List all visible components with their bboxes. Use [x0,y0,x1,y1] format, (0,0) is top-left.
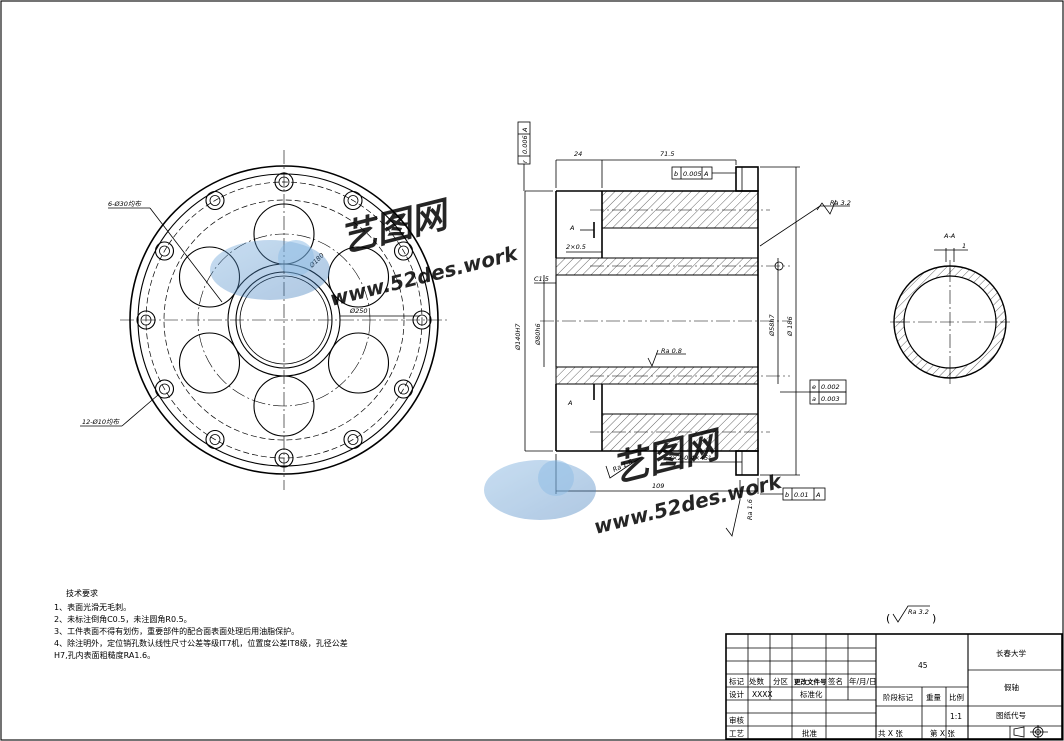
rough-top-right: Ra 3.2 [830,199,851,207]
general-roughness-value: Ra 3.2 [908,608,929,616]
tb-row-0: 标记 [729,676,744,686]
dim-outer-186: Ø 186 [786,316,794,337]
dim-109: 109 [652,482,664,490]
section-mark-top: A [569,224,574,232]
gdt-frame-top: b 0.005 A [671,166,736,180]
tech-item-4: 4、除注明外，定位销孔数认线性尺寸公差等级IT7机，位置度公差IT8级，孔径公差 [54,638,348,648]
tech-requirements: 技术要求 1、表面光滑无毛刺。 2、未标注倒角C0.5，未注圆角R0.5。 3、… [54,588,348,660]
tb-part-name: 假轴 [1004,682,1019,692]
svg-text:(: ( [886,612,890,625]
dim-c15: C1.5 [534,275,549,283]
watermark-brand-top: 艺图网 [336,194,456,261]
tb-design-value: XXXX [752,690,773,699]
gdt-frames-right: e 0.002 a 0.003 [780,379,847,405]
label-pitch-250: Ø250 [349,307,368,315]
tb-row-1: 处数 [749,676,764,686]
tb-process: 工艺 [729,729,744,738]
svg-text:e: e [812,383,816,391]
svg-text:0.01: 0.01 [794,491,808,499]
tech-item-1: 1、表面光滑无毛刺。 [54,602,131,612]
tb-ratio: 比例 [949,692,964,702]
tb-drawing-no: 图纸代号 [996,710,1026,720]
general-roughness: ( Ra 3.2 ) [886,605,936,625]
section-mark-bottom: A [567,399,572,407]
tech-item-5: H7,孔内表面粗糙度RA1.6。 [54,650,155,660]
svg-text:a: a [812,395,816,403]
tb-weight: 重量 [926,693,941,702]
dim-bore-small: Ø80h6 [534,323,542,346]
tb-sheet-total: 共 X 张 [878,729,903,738]
watermark-top: 艺图网 www.52des.work [210,194,521,311]
tb-row-5: 年/月/日 [849,676,877,686]
projection-symbol-icon [1013,725,1048,739]
gdt-frame-left: A 0.006 r [517,121,531,191]
gdt-frame-bottom: b 0.01 A [760,487,826,501]
dim-chamfer-2: 3×2-0.4×45° [668,454,711,462]
dim-outer-58: Ø58h7 [768,313,776,337]
label-bolt-holes: 6-Ø30均布 [108,200,142,208]
svg-text:A: A [703,170,708,178]
svg-text:A: A [521,128,529,133]
tb-approve: 批准 [802,728,817,738]
tb-school: 长春大学 [996,648,1026,658]
dim-71-5: 71.5 [660,150,674,158]
rough-bottom-2: Ra 1.6 [746,499,754,520]
tb-row-3: 更改文件号 [794,677,827,686]
svg-text:b: b [785,491,789,499]
tb-scale: 1:1 [950,712,962,721]
section-a-a: A-A 1 [890,232,1010,384]
tb-row-4: 签名 [828,676,843,686]
svg-text:0.005: 0.005 [683,170,702,178]
tech-item-2: 2、未标注倒角C0.5，未注圆角R0.5。 [54,614,192,624]
tb-review: 审核 [729,715,744,725]
rough-inner: Ra 0.8 [661,347,682,355]
tb-material: 45 [918,661,928,670]
tech-item-3: 3、工件表面不得有划伤，重要部件的配合面表面处理后用油脂保护。 [54,626,299,636]
dim-chamfer-1: 2×0.5 [566,243,586,251]
tb-design: 设计 [729,689,744,699]
svg-text:r: r [521,159,529,163]
tb-row-2: 分区 [773,677,788,686]
tb-stage: 阶段标记 [883,692,913,702]
svg-text:): ) [932,612,936,625]
svg-text:0.006: 0.006 [521,135,529,154]
tech-title: 技术要求 [66,588,98,598]
tb-standard: 标准化 [800,689,823,699]
label-small-holes: 12-Ø10均布 [82,418,121,426]
svg-text:b: b [674,170,678,178]
svg-text:0.002: 0.002 [821,383,840,391]
tb-sheet-no: 第 X 张 [930,728,955,738]
section-title: A-A [943,232,955,240]
small-holes [136,172,432,468]
end-view: 6-Ø30均布 12-Ø10均布 Ø180 Ø250 [80,150,448,490]
svg-text:0.003: 0.003 [821,395,840,403]
title-block: 45 长春大学 假轴 图纸代号 标记 处数 分区 更改文件号 签名 年/月/日 … [725,633,1063,740]
dim-24: 24 [574,150,582,158]
svg-text:A: A [815,491,820,499]
section-dim-1: 1 [962,242,966,250]
dim-bore-main: Ø140H7 [514,323,522,351]
